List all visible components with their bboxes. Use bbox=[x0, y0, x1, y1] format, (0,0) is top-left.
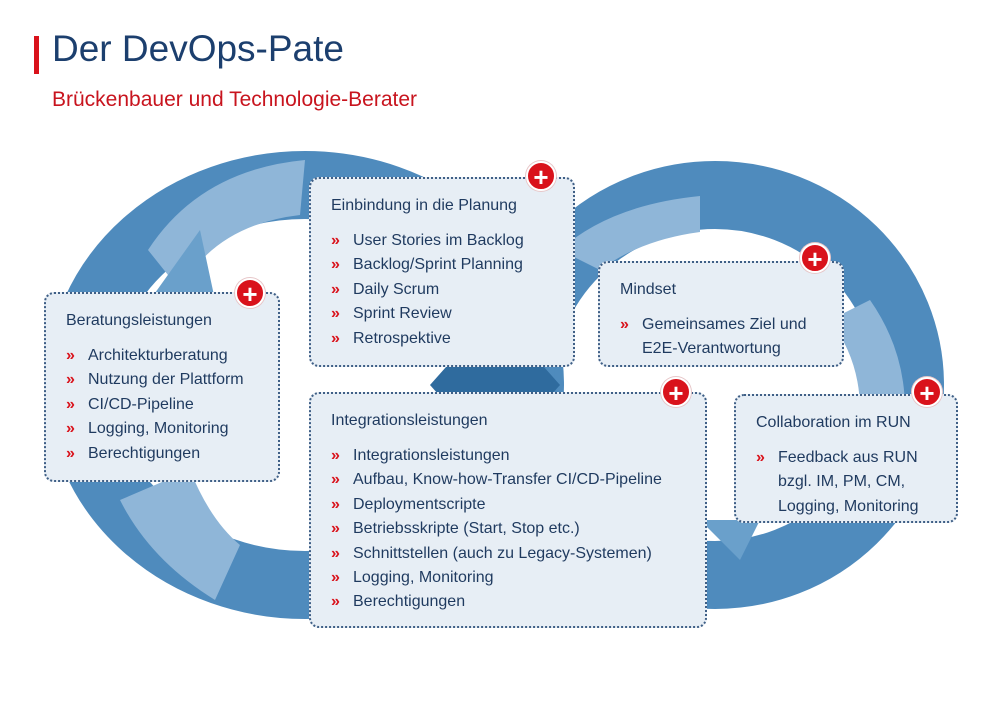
list-item: Berechtigungen bbox=[66, 442, 244, 467]
box-run-title: Collaboration im RUN bbox=[756, 414, 911, 431]
list-item: Gemeinsames Ziel und E2E-Verantwortung bbox=[620, 313, 807, 362]
list-item: Logging, Monitoring bbox=[66, 417, 244, 442]
box-consulting-title: Beratungsleistungen bbox=[66, 312, 212, 329]
box-planning-title: Einbindung in die Planung bbox=[331, 197, 517, 214]
list-item: Berechtigungen bbox=[331, 590, 662, 615]
box-mindset: Mindset Gemeinsames Ziel und E2E-Verantw… bbox=[598, 261, 844, 367]
plus-icon: + bbox=[661, 377, 691, 408]
left-loop-light-band-bottom bbox=[120, 470, 240, 600]
list-item: Logging, Monitoring bbox=[331, 566, 662, 591]
box-consulting: Beratungsleistungen Architekturberatung … bbox=[44, 292, 280, 482]
plus-icon: + bbox=[800, 243, 830, 274]
box-integration: Integrationsleistungen Integrationsleist… bbox=[309, 392, 707, 628]
list-item: Integrationsleistungen bbox=[331, 444, 662, 469]
list-item: Retrospektive bbox=[331, 327, 524, 352]
box-planning: Einbindung in die Planung User Stories i… bbox=[309, 177, 575, 367]
list-item: Sprint Review bbox=[331, 302, 524, 327]
loop-arrow-left-head bbox=[150, 230, 215, 300]
list-item: CI/CD-Pipeline bbox=[66, 393, 244, 418]
right-loop-light-band-side bbox=[830, 300, 905, 410]
page-title: Der DevOps-Pate bbox=[52, 28, 344, 69]
list-item: User Stories im Backlog bbox=[331, 229, 524, 254]
list-item: Aufbau, Know-how-Transfer CI/CD-Pipeline bbox=[331, 468, 662, 493]
box-planning-list: User Stories im Backlog Backlog/Sprint P… bbox=[331, 229, 524, 351]
box-integration-title: Integrationsleistungen bbox=[331, 412, 488, 429]
box-mindset-list: Gemeinsames Ziel und E2E-Verantwortung bbox=[620, 313, 807, 362]
page-subtitle: Brückenbauer und Technologie-Berater bbox=[52, 88, 418, 111]
list-item: Feedback aus RUN bzgl. IM, PM, CM, Loggi… bbox=[756, 446, 919, 519]
list-item: Deploymentscripte bbox=[331, 493, 662, 518]
list-item: Nutzung der Plattform bbox=[66, 368, 244, 393]
box-run-list: Feedback aus RUN bzgl. IM, PM, CM, Loggi… bbox=[756, 446, 919, 519]
right-loop-light-band bbox=[560, 196, 700, 270]
box-integration-list: Integrationsleistungen Aufbau, Know-how-… bbox=[331, 444, 662, 615]
plus-icon: + bbox=[912, 377, 942, 408]
title-accent-bar bbox=[34, 36, 39, 74]
list-item: Daily Scrum bbox=[331, 278, 524, 303]
loop-arrow-right-head bbox=[700, 520, 760, 560]
list-item: Backlog/Sprint Planning bbox=[331, 253, 524, 278]
plus-icon: + bbox=[235, 278, 265, 309]
box-run: Collaboration im RUN Feedback aus RUN bz… bbox=[734, 394, 958, 523]
list-item: Architekturberatung bbox=[66, 344, 244, 369]
box-consulting-list: Architekturberatung Nutzung der Plattfor… bbox=[66, 344, 244, 466]
list-item: Schnittstellen (auch zu Legacy-Systemen) bbox=[331, 542, 662, 567]
list-item: Betriebsskripte (Start, Stop etc.) bbox=[331, 517, 662, 542]
plus-icon: + bbox=[526, 161, 556, 192]
box-mindset-title: Mindset bbox=[620, 281, 677, 298]
